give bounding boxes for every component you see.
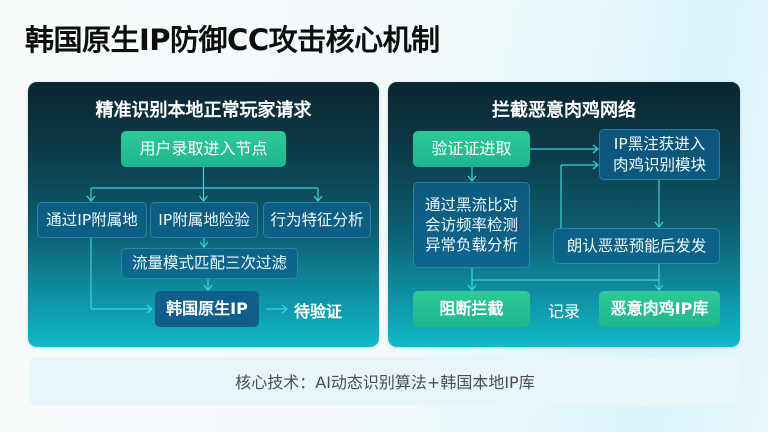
analysis-line-3: 异常负载分析 (424, 236, 518, 255)
module-line-1: IP黑注获进入 (613, 135, 706, 154)
ip-location-check-node: 通过IP附属地 (37, 202, 147, 238)
behavior-analysis-node: 行为特征分析 (263, 202, 371, 238)
block-intercept-node: 阻断拦截 (413, 291, 530, 327)
analysis-line-2: 会访频率检测 (424, 215, 518, 234)
botnet-recognition-module-node: IP黑注获进入 肉鸡识别模块 (599, 129, 720, 180)
record-label: 记录 (548, 302, 581, 321)
confirm-malicious-node: 朗认恶恶预能后发发 (553, 228, 720, 264)
ip-location-verify-node: IP附属地险验 (150, 202, 258, 238)
right-panel-title: 拦截恶意肉鸡网络 (492, 100, 636, 121)
core-technology-footer: 核心技术：AI动态识别算法+韩国本地IP库 (30, 357, 740, 405)
analysis-line-1: 通过黑流比对 (424, 195, 518, 214)
user-entry-node: 用户录取进入节点 (121, 131, 286, 167)
malicious-ip-library-node: 恶意肉鸡IP库 (599, 291, 720, 327)
module-line-2: 肉鸡识别模块 (612, 155, 706, 174)
panel-local-player-recognition: 精准识别本地正常玩家请求 用户录取进入节点 通过IP附属地 IP附属地险验 行为… (28, 82, 379, 347)
traffic-filter-node: 流量模式匹配三次过滤 (121, 248, 298, 279)
page-title: 韩国原生IP防御CC攻击核心机制 (25, 23, 440, 57)
pending-verification-label: 待验证 (294, 302, 343, 321)
korean-native-ip-node: 韩国原生IP (155, 291, 259, 327)
left-panel-title: 精准识别本地正常玩家请求 (95, 100, 312, 121)
verification-entry-node: 验证证进取 (413, 131, 530, 167)
panel-block-botnet: 拦截恶意肉鸡网络 验证证进取 IP黑注获进入 肉鸡识别模块 通过黑流比对 会访频… (388, 82, 740, 347)
traffic-analysis-node: 通过黑流比对 会访频率检测 异常负载分析 (413, 182, 530, 268)
footer-text: 核心技术：AI动态识别算法+韩国本地IP库 (235, 373, 535, 392)
